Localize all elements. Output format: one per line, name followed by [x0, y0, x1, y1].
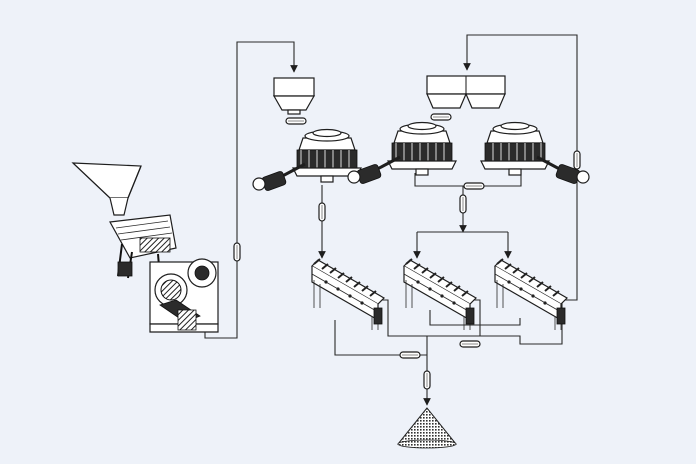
stockpile-icon	[396, 407, 458, 449]
double-bin-icon	[426, 75, 506, 109]
feed-hopper-icon	[71, 162, 142, 216]
single-bin-icon	[272, 77, 316, 115]
vibrating-feeder-icon	[109, 214, 177, 279]
flow-lines	[204, 34, 581, 406]
jaw-crusher-icon	[149, 258, 219, 333]
